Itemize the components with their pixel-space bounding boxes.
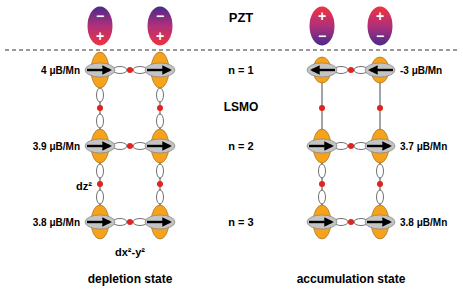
p-orbital	[97, 190, 104, 204]
p-orbital	[157, 88, 164, 102]
oxygen-dot	[377, 181, 383, 187]
charge-sign: −	[96, 9, 104, 23]
dx2y2-orbital	[145, 139, 175, 153]
dx2y2-orbital	[307, 63, 337, 77]
moment-label: 4 μB/Mn	[41, 65, 80, 76]
oxygen-dot	[127, 143, 133, 149]
p-orbital	[97, 114, 104, 128]
dx2y2-orbital	[307, 215, 337, 229]
spin-arrow	[147, 145, 170, 147]
mn-site	[85, 129, 115, 163]
layer-label: n = 3	[228, 216, 253, 228]
p-orbital	[377, 164, 384, 178]
moment-label: -3 μB/Mn	[400, 65, 442, 76]
dx2y2-orbital	[365, 139, 395, 153]
dipole-ellipse: −+	[87, 6, 113, 46]
p-orbital	[157, 114, 164, 128]
mn-site	[145, 52, 175, 88]
dx2y2-orbital	[365, 215, 395, 229]
dx2y2-orbital	[85, 215, 115, 229]
dipole-ellipse: −+	[147, 6, 173, 46]
oxygen-dot	[157, 105, 163, 111]
oxygen-atoms	[97, 67, 383, 225]
dx2y2-orbital	[85, 139, 115, 153]
material-label: LSMO	[224, 101, 259, 114]
dipole-fill	[88, 7, 113, 46]
mn-site	[145, 205, 175, 239]
p-orbital	[319, 190, 326, 204]
oxygen-dot	[127, 219, 133, 225]
charge-sign: −	[156, 9, 164, 23]
spin-arrow	[312, 69, 335, 71]
mn-site	[145, 129, 175, 163]
charge-sign: +	[156, 29, 164, 43]
oxygen-dot	[319, 181, 325, 187]
dipole-ellipse: +−	[367, 6, 393, 46]
moment-label: 3.9 μB/Mn	[33, 141, 80, 152]
oxygen-dot	[377, 105, 383, 111]
spin-arrow	[309, 145, 332, 147]
p-orbital	[377, 190, 384, 204]
mn-site	[307, 57, 337, 83]
oxygen-dot	[348, 143, 354, 149]
p-orbital	[97, 164, 104, 178]
oxygen-orbitals	[97, 67, 384, 226]
spin-arrow	[370, 69, 393, 71]
p-orbital	[157, 164, 164, 178]
charge-sign: +	[376, 9, 384, 23]
spin-arrow	[87, 145, 110, 147]
mn-site	[85, 52, 115, 88]
mn-site	[365, 129, 395, 163]
p-orbital	[319, 164, 326, 178]
charge-sign: −	[376, 29, 384, 43]
p-orbital	[157, 190, 164, 204]
bonds	[100, 70, 380, 222]
dx2y2-orbital	[365, 63, 395, 77]
dipole-fill	[368, 7, 393, 46]
dipole-fill	[310, 7, 335, 46]
state-label: depletion state	[88, 273, 173, 286]
spin-arrow	[147, 221, 170, 223]
spin-arrow	[367, 145, 390, 147]
charge-sign: +	[96, 29, 104, 43]
mn-site	[85, 205, 115, 239]
spin-arrow	[367, 221, 390, 223]
oxygen-dot	[97, 105, 103, 111]
oxygen-dot	[157, 181, 163, 187]
mn-sites	[85, 52, 395, 239]
moment-label: 3.7 μB/Mn	[400, 141, 447, 152]
dx2y2-orbital	[145, 63, 175, 77]
oxygen-dot	[97, 181, 103, 187]
spin-arrow	[147, 69, 170, 71]
p-orbital	[97, 88, 104, 102]
orbital-label: dx²-y²	[115, 246, 145, 258]
dx2y2-orbital	[85, 63, 115, 77]
mn-site	[365, 57, 395, 83]
material-label: PZT	[229, 11, 254, 25]
dipole-fill	[148, 7, 173, 46]
mn-site	[307, 205, 337, 239]
moment-label: 3.8 μB/Mn	[400, 217, 447, 228]
dx2y2-orbital	[145, 215, 175, 229]
oxygen-dot	[348, 219, 354, 225]
dx2y2-orbital	[307, 139, 337, 153]
oxygen-dot	[348, 67, 354, 73]
moment-label: 3.8 μB/Mn	[33, 217, 80, 228]
oxygen-dot	[319, 105, 325, 111]
dipole-ellipse: +−	[309, 6, 335, 46]
orbital-label: dz²	[76, 180, 92, 192]
mn-site	[307, 129, 337, 163]
spin-arrow	[87, 221, 110, 223]
layer-label: n = 2	[228, 140, 253, 152]
spin-arrow	[87, 69, 110, 71]
spin-arrow	[309, 221, 332, 223]
oxygen-dot	[127, 67, 133, 73]
charge-sign: +	[318, 9, 326, 23]
charge-sign: −	[318, 29, 326, 43]
layer-label: n = 1	[228, 64, 253, 76]
state-label: accumulation state	[297, 273, 406, 286]
interface-line	[5, 50, 458, 51]
mn-site	[365, 205, 395, 239]
